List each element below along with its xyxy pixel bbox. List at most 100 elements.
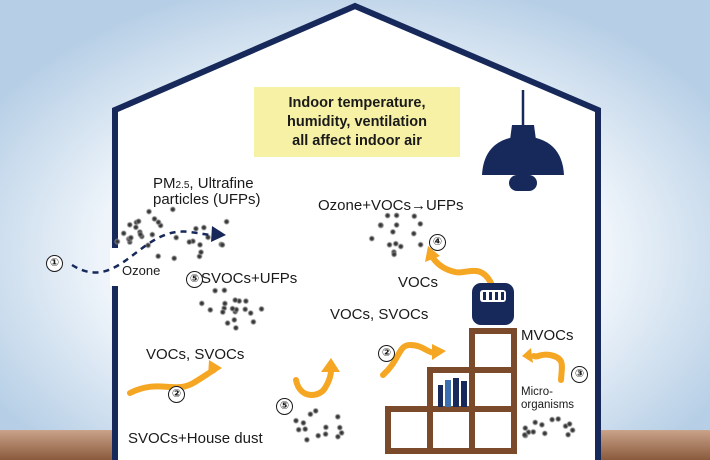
banner-line-1: Indoor temperature,	[288, 94, 426, 111]
particle-dot	[120, 230, 127, 237]
particle-dot	[292, 417, 300, 424]
vocs-label: VOCs	[398, 274, 439, 291]
particle-dot	[232, 296, 239, 304]
particle-dot	[192, 225, 200, 232]
particle-dot	[302, 425, 309, 433]
particle-dot	[242, 297, 250, 305]
particle-dot	[322, 430, 329, 438]
house-outline	[112, 2, 601, 460]
particle-dot	[145, 208, 153, 215]
particle-dot	[224, 319, 231, 327]
particle-dot	[566, 420, 573, 428]
particle-dot	[295, 426, 302, 433]
ozone-vocs-ufps-label: Ozone+VOCs→UFPs	[318, 197, 464, 214]
particle-dot	[137, 231, 144, 238]
particle-dot	[417, 241, 424, 248]
ufp-particles	[368, 212, 424, 258]
banner-line-3: all affect indoor air	[292, 132, 422, 149]
micro-label-line2: organisms	[521, 399, 575, 411]
particle-dot	[315, 432, 322, 439]
particle-dot	[303, 436, 311, 443]
particle-dot	[229, 305, 236, 312]
particle-dot	[223, 218, 230, 225]
marker-2-mid: ②	[378, 345, 395, 362]
ozone-path-arrow	[71, 230, 219, 274]
particle-dot	[307, 411, 314, 418]
particle-dot	[171, 255, 178, 262]
micro-label-line1: Micro-	[521, 386, 553, 398]
dust-particles	[292, 407, 345, 443]
particle-dot	[219, 241, 226, 249]
particle-dot	[417, 220, 424, 228]
particle-dot	[410, 230, 417, 237]
particle-dot	[555, 415, 562, 423]
marker-5-left: ⑤	[186, 271, 203, 288]
pm-text: PM	[153, 175, 176, 192]
particle-dot	[221, 287, 228, 294]
particle-dot	[231, 316, 238, 324]
particle-dot	[151, 215, 158, 223]
particle-dot	[200, 224, 208, 231]
particle-dot	[300, 419, 307, 427]
particle-dot	[155, 253, 162, 260]
particle-dot	[242, 306, 249, 313]
particle-dot	[149, 231, 156, 238]
particle-dot	[173, 234, 180, 241]
books-icon	[438, 378, 467, 407]
particle-dot	[334, 433, 342, 440]
particle-dot	[538, 421, 546, 428]
particle-dot	[204, 234, 212, 241]
mvocs-label: MVOCs	[521, 327, 574, 344]
pm-particles	[114, 206, 230, 262]
microorganism-particles	[521, 415, 576, 439]
arrow-dust	[293, 367, 334, 398]
particle-dot	[144, 242, 152, 249]
particle-dot	[392, 240, 399, 247]
bookshelf	[385, 328, 517, 454]
particle-dot	[411, 213, 418, 220]
particle-dot	[126, 221, 133, 228]
particle-dot	[541, 430, 548, 437]
info-banner: Indoor temperature, humidity, ventilatio…	[254, 87, 460, 157]
particle-dot	[312, 407, 319, 415]
arrow-mvocs	[531, 351, 565, 383]
svocs-ufps-particles	[198, 287, 265, 332]
particle-dot	[221, 300, 229, 307]
particle-dot	[521, 431, 528, 439]
particle-dot	[198, 300, 205, 307]
banner-line-2: humidity, ventilation	[287, 113, 427, 130]
particle-dot	[390, 251, 398, 258]
arrow-shelf-vocs	[380, 341, 440, 378]
particle-dot	[336, 424, 343, 431]
particle-clusters	[114, 206, 576, 443]
particle-dot	[169, 206, 176, 213]
pm-ufp-text: , Ultrafine	[189, 175, 254, 192]
particle-dot	[197, 249, 205, 256]
particle-dot	[219, 308, 226, 316]
particle-dot	[384, 212, 391, 219]
arrow-device-vocs	[430, 255, 494, 286]
particle-dot	[250, 318, 257, 326]
air-freshener-device-icon	[472, 283, 514, 325]
marker-4: ④	[429, 234, 446, 251]
particle-dot	[211, 287, 219, 294]
pm-label-line2: particles (UFPs)	[153, 191, 261, 208]
particle-dot	[564, 431, 572, 438]
svocs-dust-label: SVOCs+House dust	[128, 430, 263, 447]
marker-3: ③	[571, 366, 588, 383]
vocs-svocs-left-label: VOCs, SVOCs	[146, 346, 245, 363]
particle-dot	[132, 224, 140, 231]
particle-dot	[569, 427, 576, 434]
particle-dot	[389, 228, 397, 236]
orange-arrowheads	[208, 246, 533, 377]
particle-dot	[334, 413, 341, 420]
particle-dot	[196, 241, 204, 248]
particle-dot	[322, 424, 330, 431]
marker-2-left: ②	[168, 386, 185, 403]
particle-dot	[393, 212, 400, 219]
ozone-arrowhead	[211, 226, 226, 242]
particle-dot	[386, 241, 393, 248]
particle-dot	[258, 305, 265, 313]
particle-dot	[548, 416, 556, 423]
